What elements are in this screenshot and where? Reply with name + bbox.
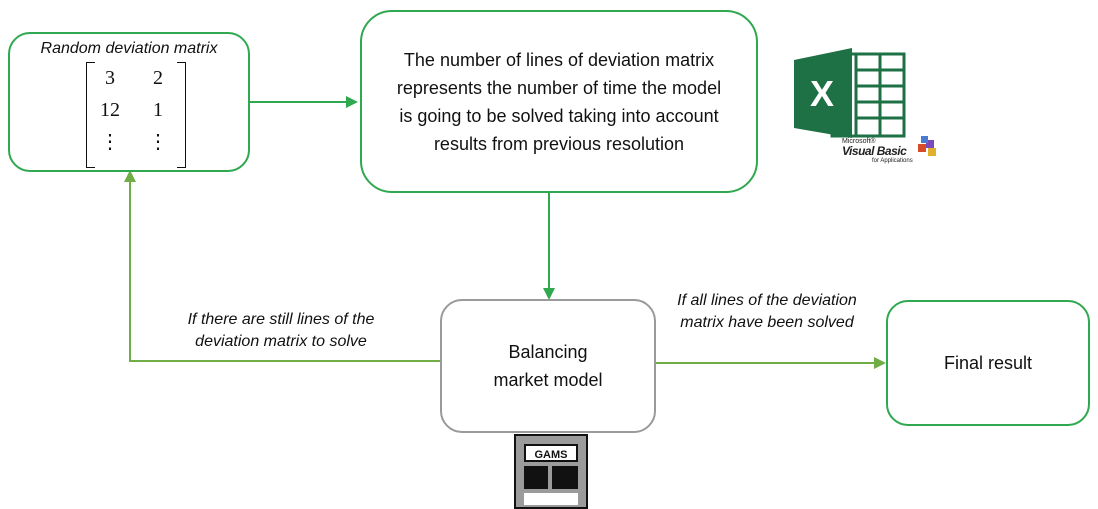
- gams-block-left: [524, 466, 548, 489]
- excel-icon: X: [792, 46, 910, 138]
- to-final-label: If all lines of the deviation matrix hav…: [677, 292, 857, 331]
- matrix-right-bracket: [177, 62, 186, 168]
- loop-back-label: If there are still lines of the deviatio…: [187, 311, 375, 350]
- matrix-left-bracket: [86, 62, 95, 168]
- description-text: The number of lines of deviation matrix …: [396, 49, 722, 154]
- matrix-cell: 2: [153, 67, 163, 89]
- matrix-title: Random deviation matrix: [40, 40, 218, 57]
- matrix-cell: ⋮: [100, 131, 120, 153]
- vba-sub-text: for Applications: [872, 158, 913, 164]
- vba-main-text: Visual Basic: [842, 144, 907, 158]
- gams-logo: GAMS: [514, 434, 588, 509]
- excel-letter: X: [810, 73, 834, 114]
- deviation-matrix: 3 2 12 1 ⋮ ⋮: [86, 62, 186, 170]
- final-result-text: Final result: [943, 353, 1033, 373]
- final-result-box: Final result: [886, 300, 1090, 426]
- matrix-cell: 1: [153, 99, 163, 121]
- gams-block-right: [552, 466, 578, 489]
- matrix-cell: 12: [100, 99, 120, 121]
- balancing-model-box: Balancing market model: [440, 299, 656, 433]
- gams-label: GAMS: [524, 444, 578, 462]
- matrix-box: Random deviation matrix 3 2 12 1 ⋮ ⋮: [8, 32, 250, 172]
- vba-cubes-icon: [918, 136, 936, 156]
- matrix-cell: ⋮: [148, 131, 168, 153]
- vba-logo: Microsoft® Visual Basic for Applications: [842, 136, 942, 168]
- balancing-model-text: Balancing market model: [493, 342, 603, 390]
- matrix-cell: 3: [105, 67, 115, 89]
- description-box: The number of lines of deviation matrix …: [360, 10, 758, 193]
- vba-microsoft-text: Microsoft®: [842, 138, 876, 145]
- arrow-balancing-to-matrix: [124, 170, 440, 362]
- gams-base: [524, 493, 578, 505]
